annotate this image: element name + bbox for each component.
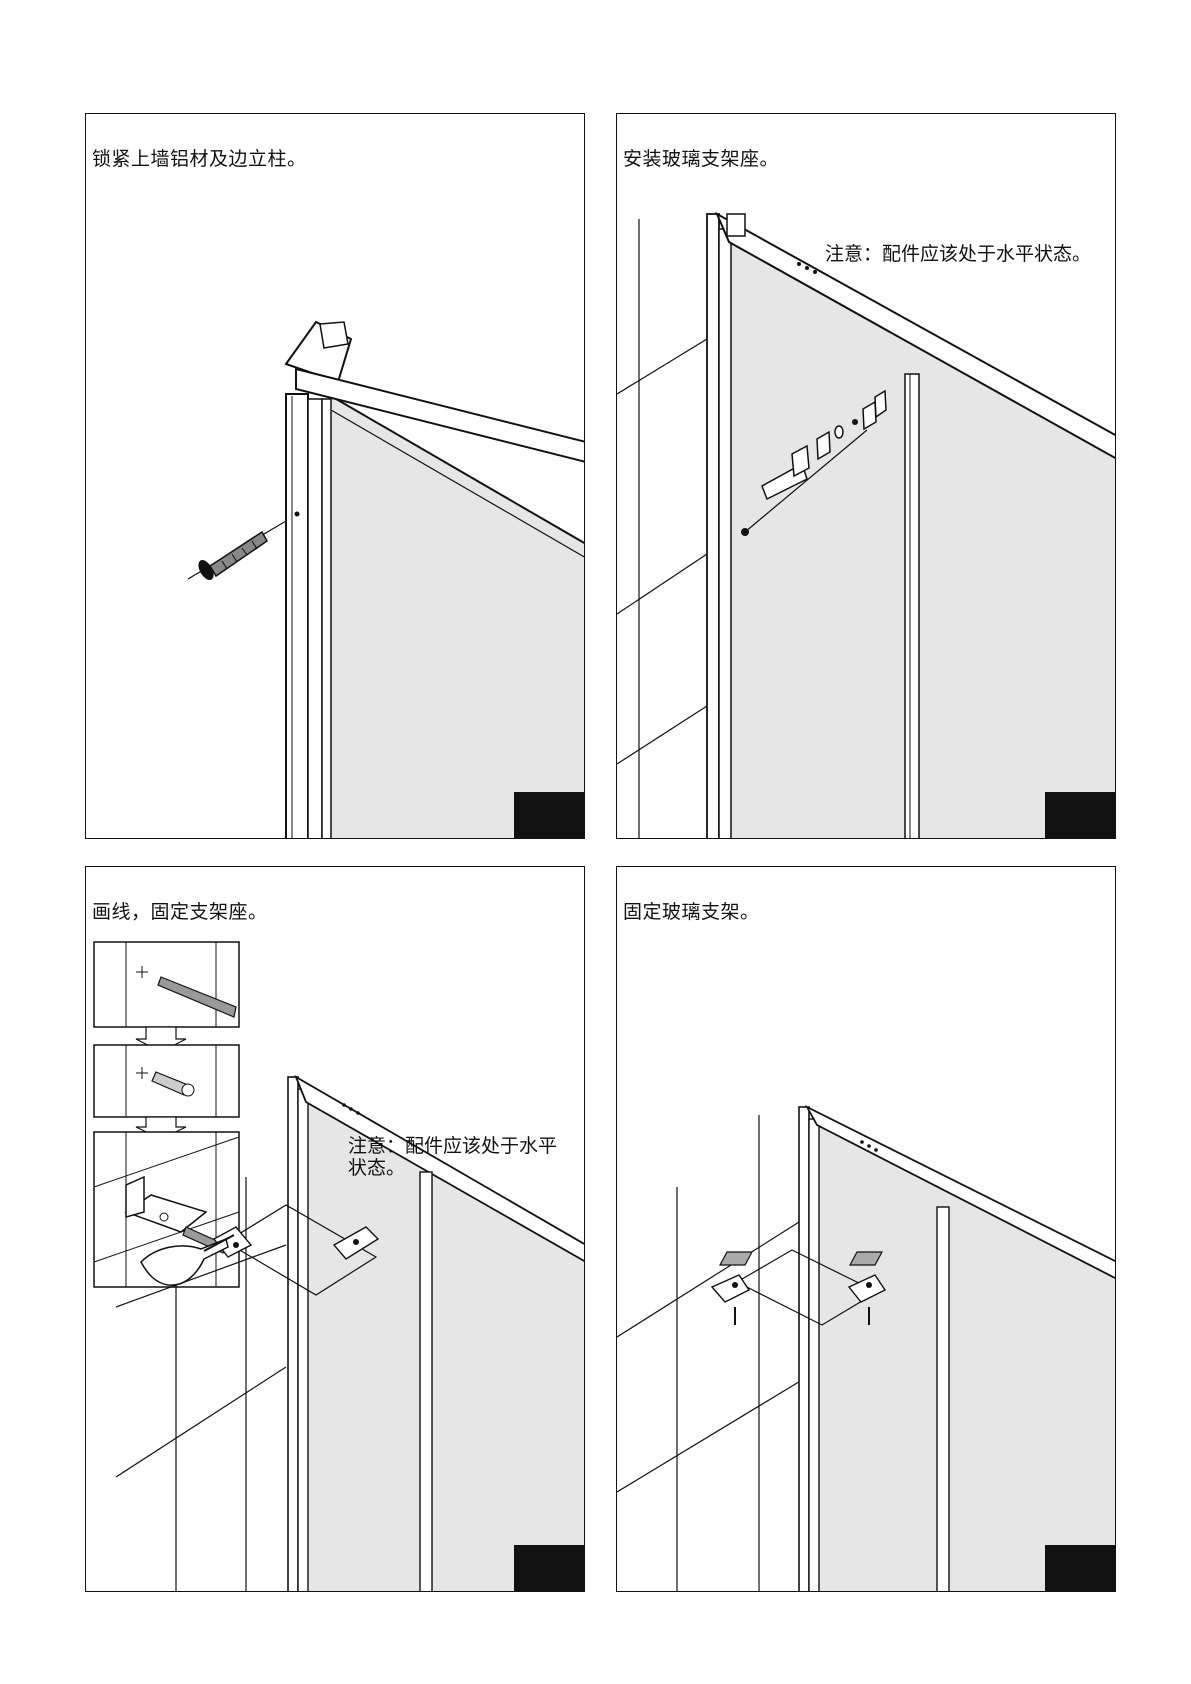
glass-bracket-illustration [617, 114, 1116, 839]
marking-illustration [86, 867, 585, 1592]
step-panel-4: 固定玻璃支架。 [616, 866, 1116, 1592]
frame-illustration [86, 114, 585, 839]
step-number-box [514, 1545, 584, 1591]
level-note: 注意：配件应该处于水平状态。 [825, 239, 1091, 266]
step-panel-1: 锁紧上墙铝材及边立柱。 [85, 113, 585, 839]
glass-holder-left-icon [712, 1252, 752, 1325]
step-caption: 固定玻璃支架。 [623, 897, 760, 924]
step-number-box [514, 792, 584, 838]
step-number-box [1045, 1545, 1115, 1591]
drill-inset [94, 942, 239, 1027]
anchor-inset [94, 1045, 239, 1117]
level-note: 注意：配件应该处于水平状态。 [348, 1135, 570, 1179]
step-caption: 锁紧上墙铝材及边立柱。 [92, 144, 307, 171]
step-caption: 画线，固定支架座。 [92, 897, 268, 924]
step-panel-3: 画线，固定支架座。 注意：配件应该处于水平状态。 [85, 866, 585, 1592]
glass-holder-illustration [617, 867, 1116, 1592]
step-number-box [1045, 792, 1115, 838]
screw-icon [195, 532, 267, 583]
step-panel-2: 安装玻璃支架座。 注意：配件应该处于水平状态。 [616, 113, 1116, 839]
step-caption: 安装玻璃支架座。 [623, 144, 779, 171]
